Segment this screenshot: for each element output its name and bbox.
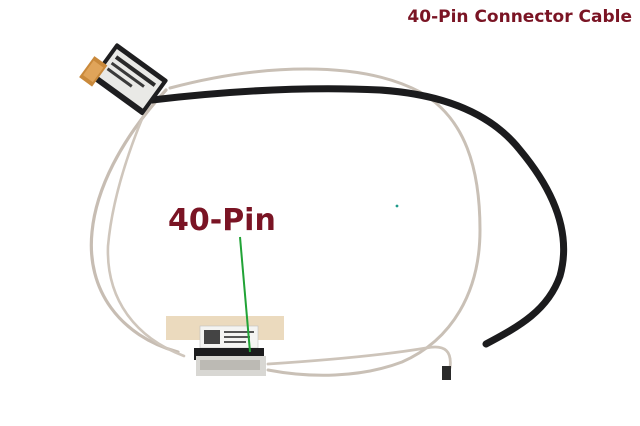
- gray-wire-outer: [89, 88, 180, 354]
- gray-wire-inner: [106, 98, 186, 358]
- tail-connector: [442, 366, 451, 380]
- pointer-line: [239, 236, 251, 353]
- gray-wire-tail: [266, 345, 452, 370]
- bottom-connector: [166, 316, 284, 376]
- black-cable: [148, 85, 568, 348]
- top-connector: [79, 43, 168, 116]
- page-title: 40-Pin Connector Cable: [407, 7, 632, 27]
- stray-dot: [395, 204, 399, 208]
- gray-wire-right-loop: [168, 67, 482, 377]
- pin-count-label: 40-Pin: [168, 203, 276, 238]
